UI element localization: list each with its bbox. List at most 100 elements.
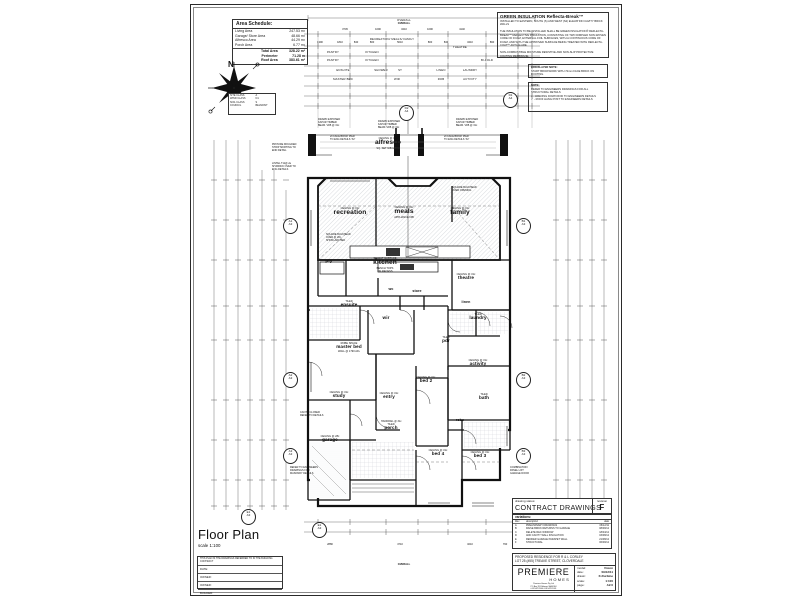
- engineers-note-heading: NOTE:: [531, 84, 540, 87]
- metadata-value: 1:100: [605, 578, 613, 583]
- room-note-2: WALL @ 1790 AFL: [337, 349, 361, 353]
- engineers-note-legend: ● - HOLDING DOWN ROD TO ENGINEERS DETAIL…: [531, 95, 605, 102]
- site-class-key: WIND CLASS: [230, 97, 246, 101]
- variation-description: RAISE BRICK RETURNS TO GARAGE: [526, 527, 571, 531]
- area-schedule-title: Area Schedule:: [233, 20, 307, 29]
- room-note: CEILING @ 31c: [379, 392, 399, 395]
- variations-row: B RAISE BRICK RETURNS TO GARAGE 08/09/12: [513, 527, 611, 530]
- area-total-label: Roof Area: [261, 58, 278, 63]
- metadata-value: 09/12/11: [601, 569, 613, 574]
- dimension-value: 1090: [375, 28, 381, 31]
- variation-rev: B: [515, 527, 517, 531]
- variations-column-header: description: [524, 520, 592, 524]
- page-title: Floor Plan: [198, 527, 260, 542]
- dimension-label: LAUNDRY: [462, 68, 478, 72]
- signature-row[interactable]: OWNER:: [198, 574, 282, 582]
- dimension-value: 3745: [342, 28, 348, 31]
- variation-description: DELETE REC WINDOW: [526, 530, 554, 534]
- bricklayer-note: BRICKLAYER NOTE: START BRICKWORK WITH 72…: [528, 64, 608, 78]
- variation-description: STRUCTURAL: [526, 540, 543, 544]
- site-class-value: A: [255, 94, 258, 97]
- dimension-value: 840: [443, 41, 449, 44]
- variation-rev: F: [515, 540, 517, 544]
- room-note: TILED: [480, 393, 488, 396]
- dimension-label: MASTER BED: [333, 77, 353, 81]
- metadata-row: page:A2.0: [575, 583, 615, 587]
- revision-label: revision: [596, 499, 608, 503]
- room-note: CEILING @ 31c: [394, 206, 414, 209]
- site-class-value: N1: [255, 97, 259, 101]
- signature-row[interactable]: OWNER:: [198, 582, 282, 590]
- room-name: porch: [384, 425, 398, 431]
- room-label-pty: pty: [303, 258, 355, 264]
- site-class-key: COUNCIL: [230, 103, 242, 107]
- dimension-label: PANTRY: [327, 50, 339, 54]
- dimension-label: ST: [398, 68, 402, 72]
- sheet-border-inner: [193, 7, 619, 593]
- variation-description: ADD CAVITY WALL INSULATION: [526, 534, 564, 538]
- variation-date: 21/08/12: [599, 537, 609, 541]
- bricklayer-note-heading: BRICKLAYER NOTE:: [531, 66, 558, 69]
- room-note: CEILING @ 31c: [470, 451, 490, 454]
- dimension-value: 1810: [337, 41, 343, 44]
- room-name: wc: [388, 287, 394, 291]
- room-label-wir: wir: [360, 315, 412, 321]
- dimension-value: 1390: [317, 41, 323, 44]
- area-total-value: 71.28 m: [292, 53, 305, 58]
- company-sub: HOMES: [549, 576, 570, 582]
- dimension-value: 3410: [401, 28, 407, 31]
- area-row-label: Porch Area: [235, 43, 253, 48]
- room-name: recreation: [333, 209, 367, 217]
- dimension-label: ACTIVITY: [463, 77, 477, 81]
- variation-description: PRELIMINARY DRAWINGS: [526, 524, 558, 527]
- dimension-label: PANTRY: [327, 58, 339, 62]
- variation-date: 18/04/12: [599, 530, 609, 534]
- variation-date: 08/09/12: [599, 527, 609, 531]
- variation-description: RENDER GARAGE PARAPET WALL: [526, 537, 568, 541]
- variation-rev: D: [515, 534, 517, 538]
- signature-rows: DATE:OWNER:OWNER:BUILDER:: [198, 566, 282, 597]
- signature-row[interactable]: BUILDER:: [200, 590, 213, 595]
- room-name: alfresco: [374, 139, 402, 147]
- room-name: bed 4: [431, 451, 445, 457]
- drawing-status-value: CONTRACT DRAWINGS: [515, 503, 602, 512]
- room-label-linen: linen: [440, 300, 492, 305]
- dimension-label: THEATRE: [453, 45, 467, 49]
- room-name: robe: [455, 418, 465, 422]
- room-name: activity: [469, 361, 487, 367]
- signature-row[interactable]: DATE:: [198, 566, 282, 574]
- overall-dimension-label-bottom: OVERALL: [397, 563, 411, 566]
- dimension-value-bottom: 2880: [327, 543, 333, 546]
- room-label-store: store: [391, 289, 443, 294]
- room-name: wir: [382, 315, 390, 320]
- dimension-label: LINEN: [436, 68, 446, 72]
